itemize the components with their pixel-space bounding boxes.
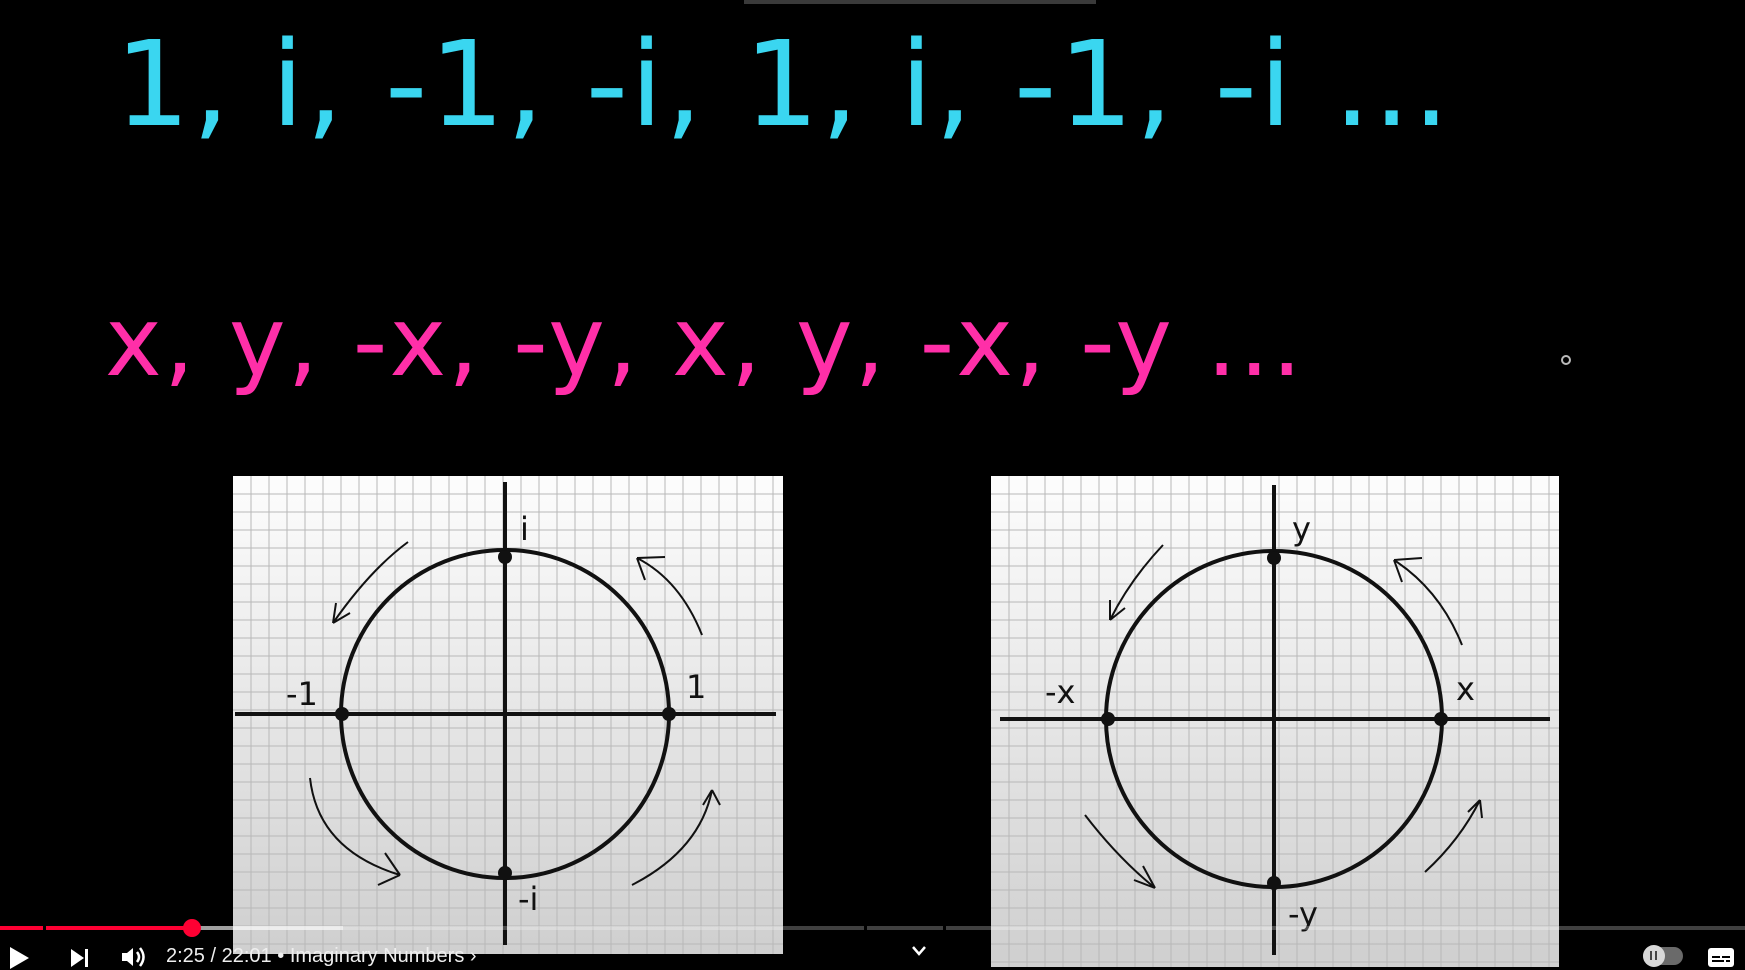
time-separator: /: [210, 945, 217, 967]
current-time: 2:25: [166, 945, 205, 967]
progress-track[interactable]: [0, 926, 1745, 930]
chapter-bullet: •: [277, 945, 285, 967]
video-top-indicator: [744, 0, 1096, 4]
cursor-dot: [1561, 355, 1571, 365]
label-right-right: x: [1456, 670, 1475, 708]
label-right-left: -x: [1045, 673, 1075, 711]
unit-circle-xy: y -y -x x: [991, 476, 1559, 967]
label-left-top: i: [520, 510, 529, 548]
player-controls: 2:25 / 22:01 • Imaginary Numbers ›: [0, 938, 1745, 970]
label-right-top: y: [1292, 510, 1311, 548]
time-display: 2:25 / 22:01 • Imaginary Numbers ›: [166, 945, 477, 968]
subtitles-icon[interactable]: [1708, 948, 1734, 967]
label-left-right: 1: [686, 668, 706, 706]
sequence-bottom: x, y, -x, -y, x, y, -x, -y ...: [105, 286, 1304, 398]
chapter-title[interactable]: Imaginary Numbers: [289, 945, 465, 967]
chevron-down-icon[interactable]: [911, 945, 927, 957]
progress-played: [0, 926, 192, 930]
chapter-gap: [864, 926, 867, 930]
chapter-gap: [43, 926, 46, 930]
label-right-bottom: -y: [1288, 895, 1318, 933]
sequence-top: 1, i, -1, -i, 1, i, -1, -i ...: [115, 15, 1452, 153]
label-left-left: -1: [286, 675, 318, 713]
chapter-chevron-icon[interactable]: ›: [469, 945, 477, 967]
autoplay-toggle-icon[interactable]: [1643, 945, 1683, 967]
scrubber-handle[interactable]: [183, 919, 201, 937]
play-icon[interactable]: [8, 946, 30, 970]
unit-circle-i: i -i -1 1: [233, 476, 783, 954]
label-left-bottom: -i: [518, 880, 538, 918]
next-icon[interactable]: [70, 948, 90, 968]
chapter-gap: [943, 926, 946, 930]
volume-icon[interactable]: [120, 945, 148, 969]
duration: 22:01: [221, 945, 272, 967]
